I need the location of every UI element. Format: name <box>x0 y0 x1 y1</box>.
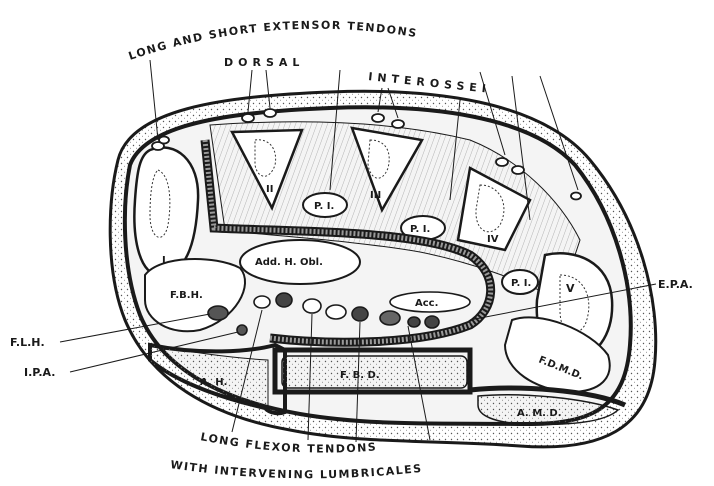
fbh-label: F.B.H. <box>170 290 203 301</box>
ipa-label: I.P.A. <box>24 366 55 379</box>
ah-label: A. H. <box>200 377 227 388</box>
fbd-label: F. B. D. <box>340 370 380 381</box>
pi-label-2: P. I. <box>410 224 430 235</box>
numeral-iv: IV <box>487 234 499 245</box>
flh-label: F.L.H. <box>10 336 45 349</box>
amd-label: A. M. D. <box>517 408 562 419</box>
numeral-ii: II <box>266 184 273 195</box>
epa-label: E.P.A. <box>658 278 693 291</box>
lumbricales-label: WITH INTERVENING LUMBRICALES <box>170 458 424 481</box>
pi-label-3: P. I. <box>511 278 531 289</box>
dorsal-label: DORSAL <box>224 56 304 69</box>
add-h-obl-label: Add. H. Obl. <box>255 257 323 268</box>
numeral-v: V <box>566 282 575 295</box>
flexor-longus-hallucis <box>208 306 228 320</box>
internal-plantar-artery <box>237 325 247 335</box>
numeral-i: I <box>162 255 166 266</box>
numeral-iii: III <box>370 190 381 201</box>
acc-label: Acc. <box>415 298 438 309</box>
pi-label-1: P. I. <box>314 201 334 212</box>
